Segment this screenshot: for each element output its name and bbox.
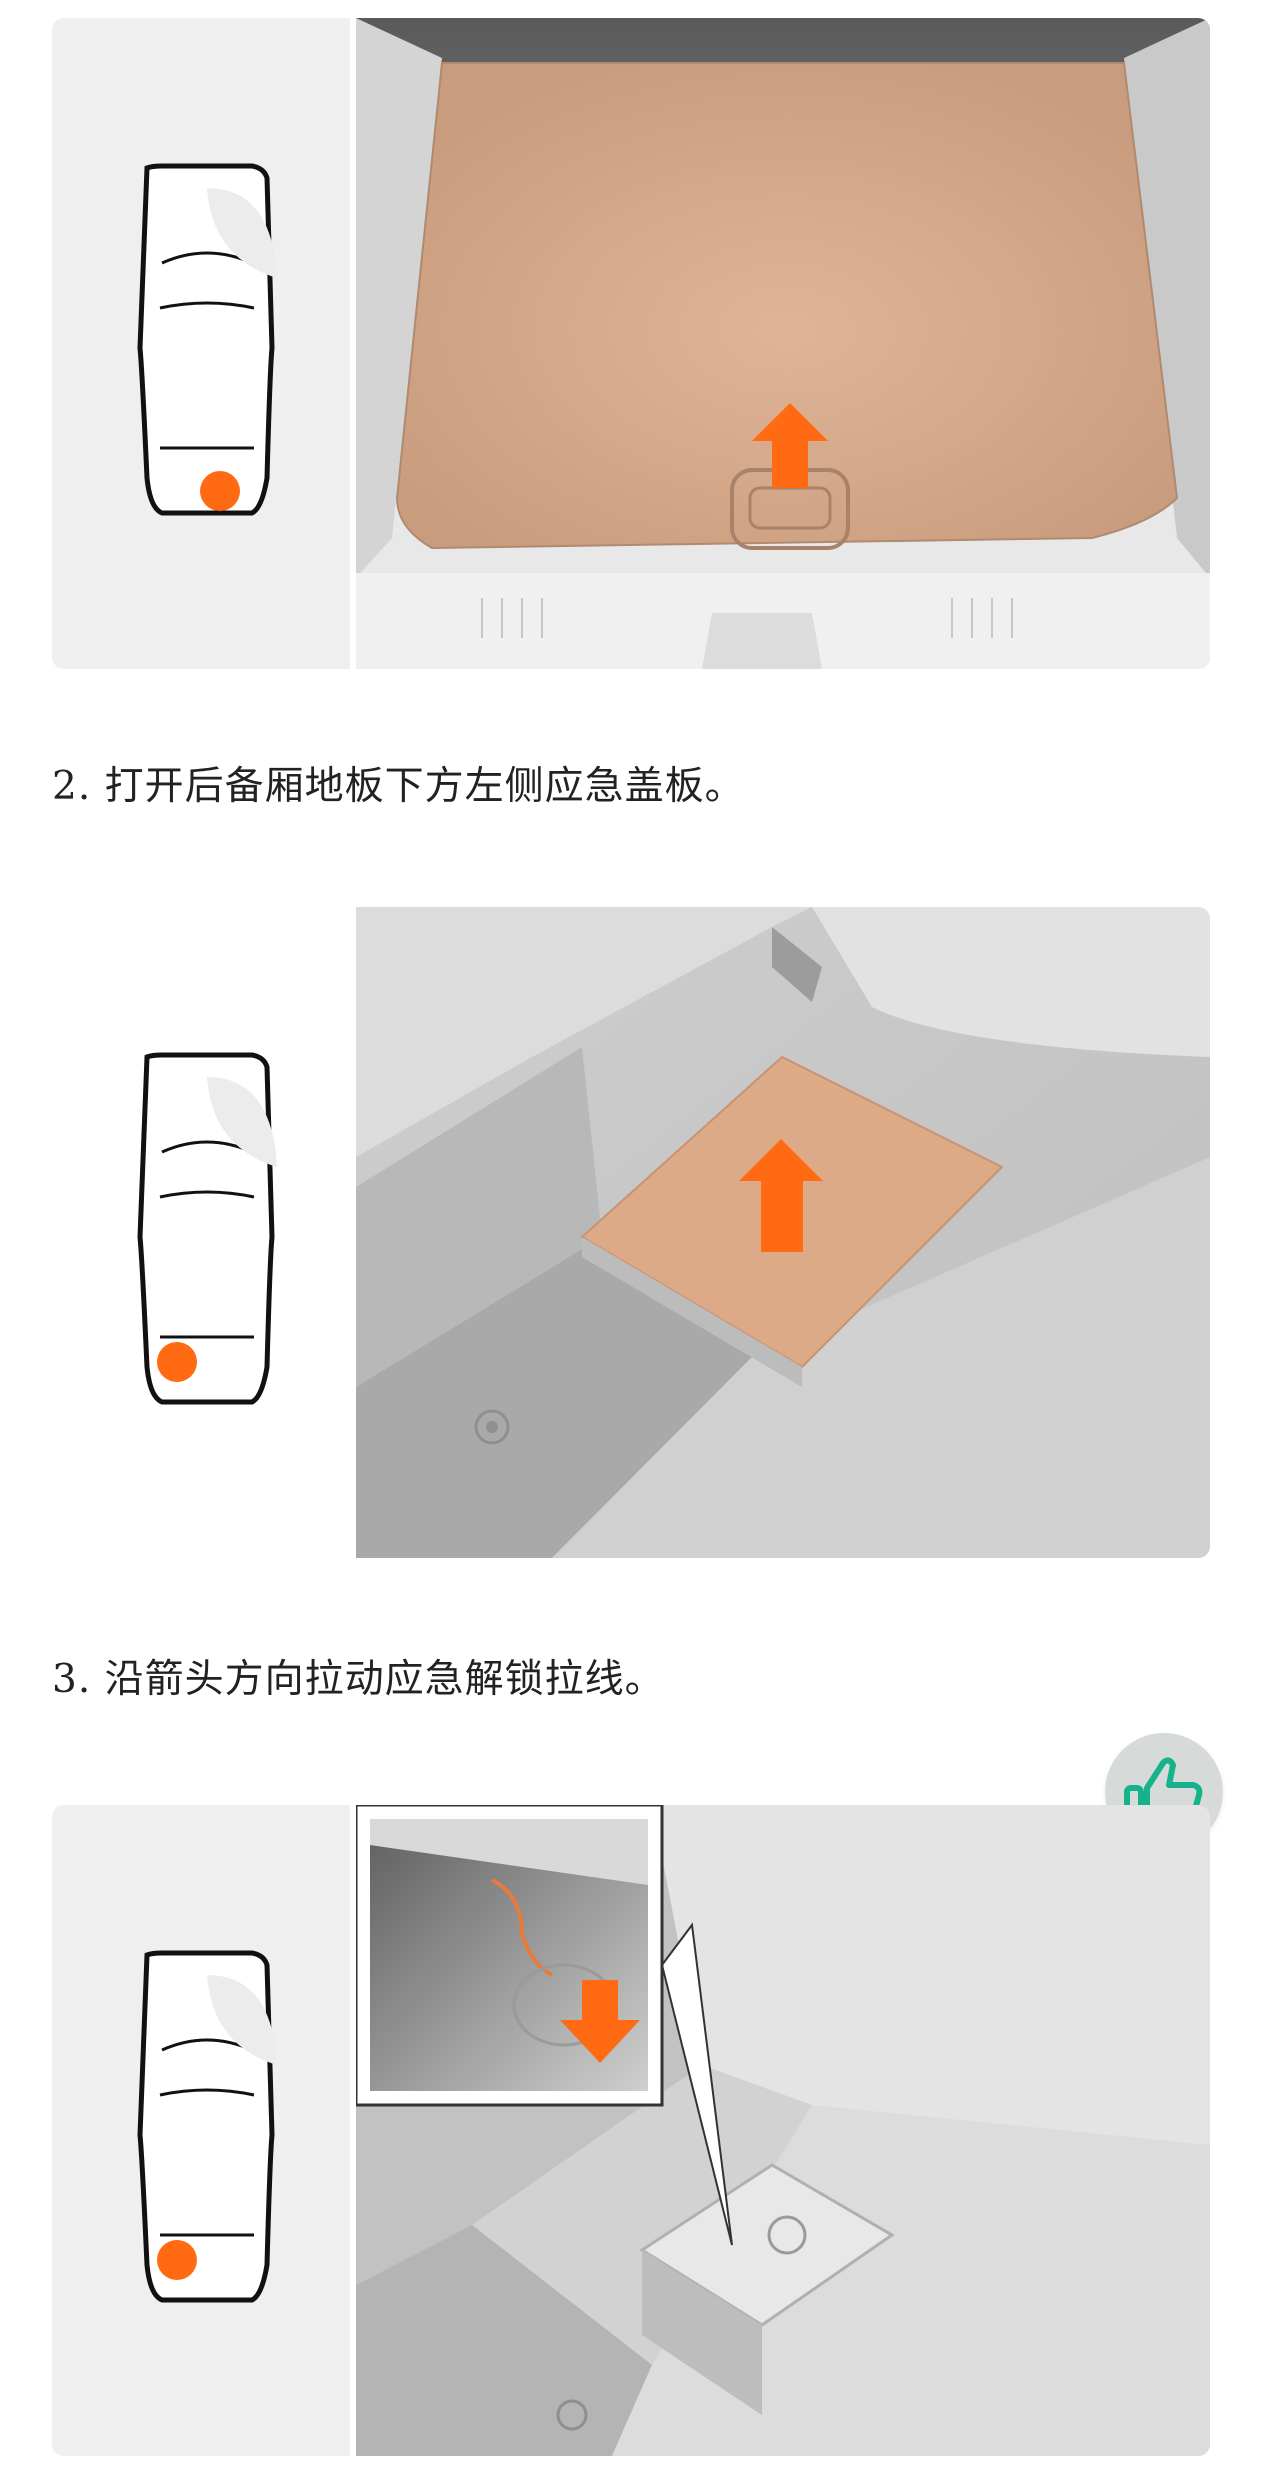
trunk-floor-panel [395,62,1179,550]
step-2-text: 2. 打开后备厢地板下方左侧应急盖板。 [52,764,745,809]
figure-release-cable [52,1805,1210,2456]
arrow-up-icon [752,403,828,488]
car-topview-icon [137,163,277,516]
location-marker [157,2240,197,2280]
arrow-down-icon [560,1980,640,2063]
location-marker [157,1342,197,1382]
figure-emergency-cover [52,907,1210,1558]
location-marker [200,471,240,511]
car-topview-icon [137,1052,277,1405]
step-3-text: 3. 沿箭头方向拉动应急解锁拉线。 [52,1657,665,1702]
figure-trunk-floor [52,18,1210,669]
car-topview-icon [137,1950,277,2303]
arrow-up-icon [739,1139,823,1252]
